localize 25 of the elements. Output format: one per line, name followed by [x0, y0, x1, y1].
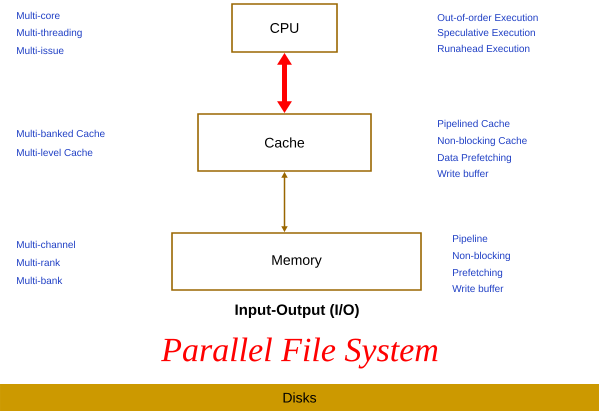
feature-label: Multi-core [17, 12, 60, 20]
process-box: CPU [231, 3, 338, 53]
process-box: Cache [197, 113, 372, 172]
feature-label: Multi-level Cache [17, 148, 92, 156]
feature-label: Out-of-order Execution [438, 14, 538, 22]
feature-label: Multi-banked Cache [17, 130, 105, 138]
feature-label: Multi-rank [17, 258, 60, 266]
feature-label: Data Prefetching [438, 154, 512, 164]
feature-label: Pipeline [453, 234, 488, 244]
feature-label: Pipelined Cache [438, 120, 510, 130]
feature-label: Multi-issue [17, 46, 64, 54]
feature-label: Write buffer [452, 284, 504, 292]
disks-band: Disks [0, 384, 599, 411]
feature-label: Multi-threading [17, 28, 82, 38]
process-box: Memory [171, 232, 422, 291]
heading: Input-Output (I/O) [236, 304, 359, 318]
script-title: Parallel File System [161, 338, 438, 368]
feature-label: Runahead Execution [438, 44, 530, 52]
feature-label: Prefetching [453, 268, 502, 278]
feature-label: Multi-channel [17, 240, 75, 248]
feature-label: Non-blocking Cache [438, 136, 527, 146]
feature-label: Speculative Execution [438, 28, 535, 38]
feature-label: Write buffer [437, 170, 488, 178]
feature-label: Multi-bank [17, 276, 62, 284]
feature-label: Non-blocking [453, 252, 510, 262]
